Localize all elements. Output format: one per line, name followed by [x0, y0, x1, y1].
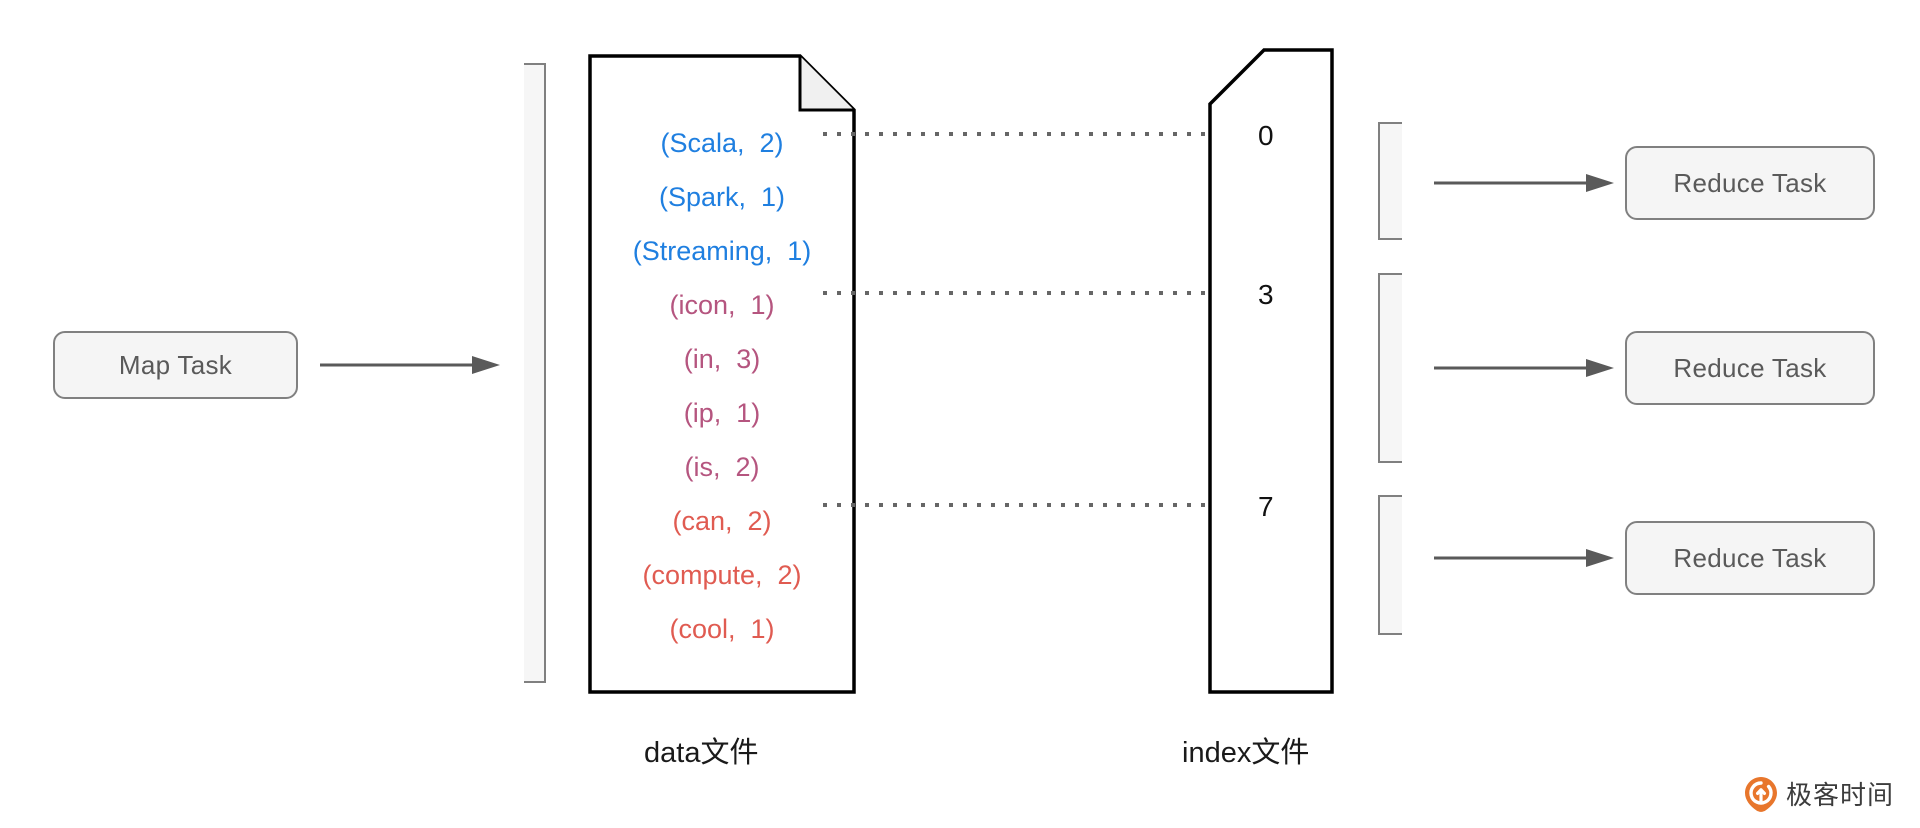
reduce-task-label-0: Reduce Task	[1673, 167, 1827, 198]
reduce-task-label-2: Reduce Task	[1673, 542, 1827, 573]
map-task-box[interactable]: Map Task	[53, 331, 298, 399]
arrow-to-reduce-0	[1434, 174, 1614, 192]
index-offset-3: 3	[1258, 279, 1274, 310]
index-offset-7: 7	[1258, 491, 1274, 522]
reduce-task-box-2[interactable]: Reduce Task	[1625, 521, 1875, 595]
arrow-to-reduce-2	[1434, 549, 1614, 567]
map-task-label: Map Task	[118, 349, 233, 380]
index-file-sheet	[1208, 48, 1334, 694]
reduce-task-box-1[interactable]: Reduce Task	[1625, 331, 1875, 405]
reduce-task-box-0[interactable]: Reduce Task	[1625, 146, 1875, 220]
data-file-span-bracket	[524, 63, 546, 683]
reduce-task-label-1: Reduce Task	[1673, 352, 1827, 383]
index-offset-0: 0	[1258, 120, 1274, 151]
partition-bracket-1	[1378, 273, 1402, 463]
partition-bracket-0	[1378, 122, 1402, 240]
dotted-line-offset-7	[823, 503, 1213, 507]
dotted-line-offset-3	[823, 291, 1213, 295]
watermark: 极客时间	[1744, 775, 1894, 812]
watermark-text: 极客时间	[1785, 780, 1894, 810]
partition-bracket-2	[1378, 495, 1402, 635]
arrow-to-reduce-1	[1434, 359, 1614, 377]
arrow-map-to-data	[320, 356, 500, 374]
data-file-sheet	[588, 54, 856, 694]
index-file-caption: index文件	[1182, 737, 1310, 769]
data-file-caption: data文件	[644, 737, 759, 769]
geektime-logo-icon	[1744, 776, 1777, 812]
dotted-line-offset-0	[823, 132, 1213, 136]
